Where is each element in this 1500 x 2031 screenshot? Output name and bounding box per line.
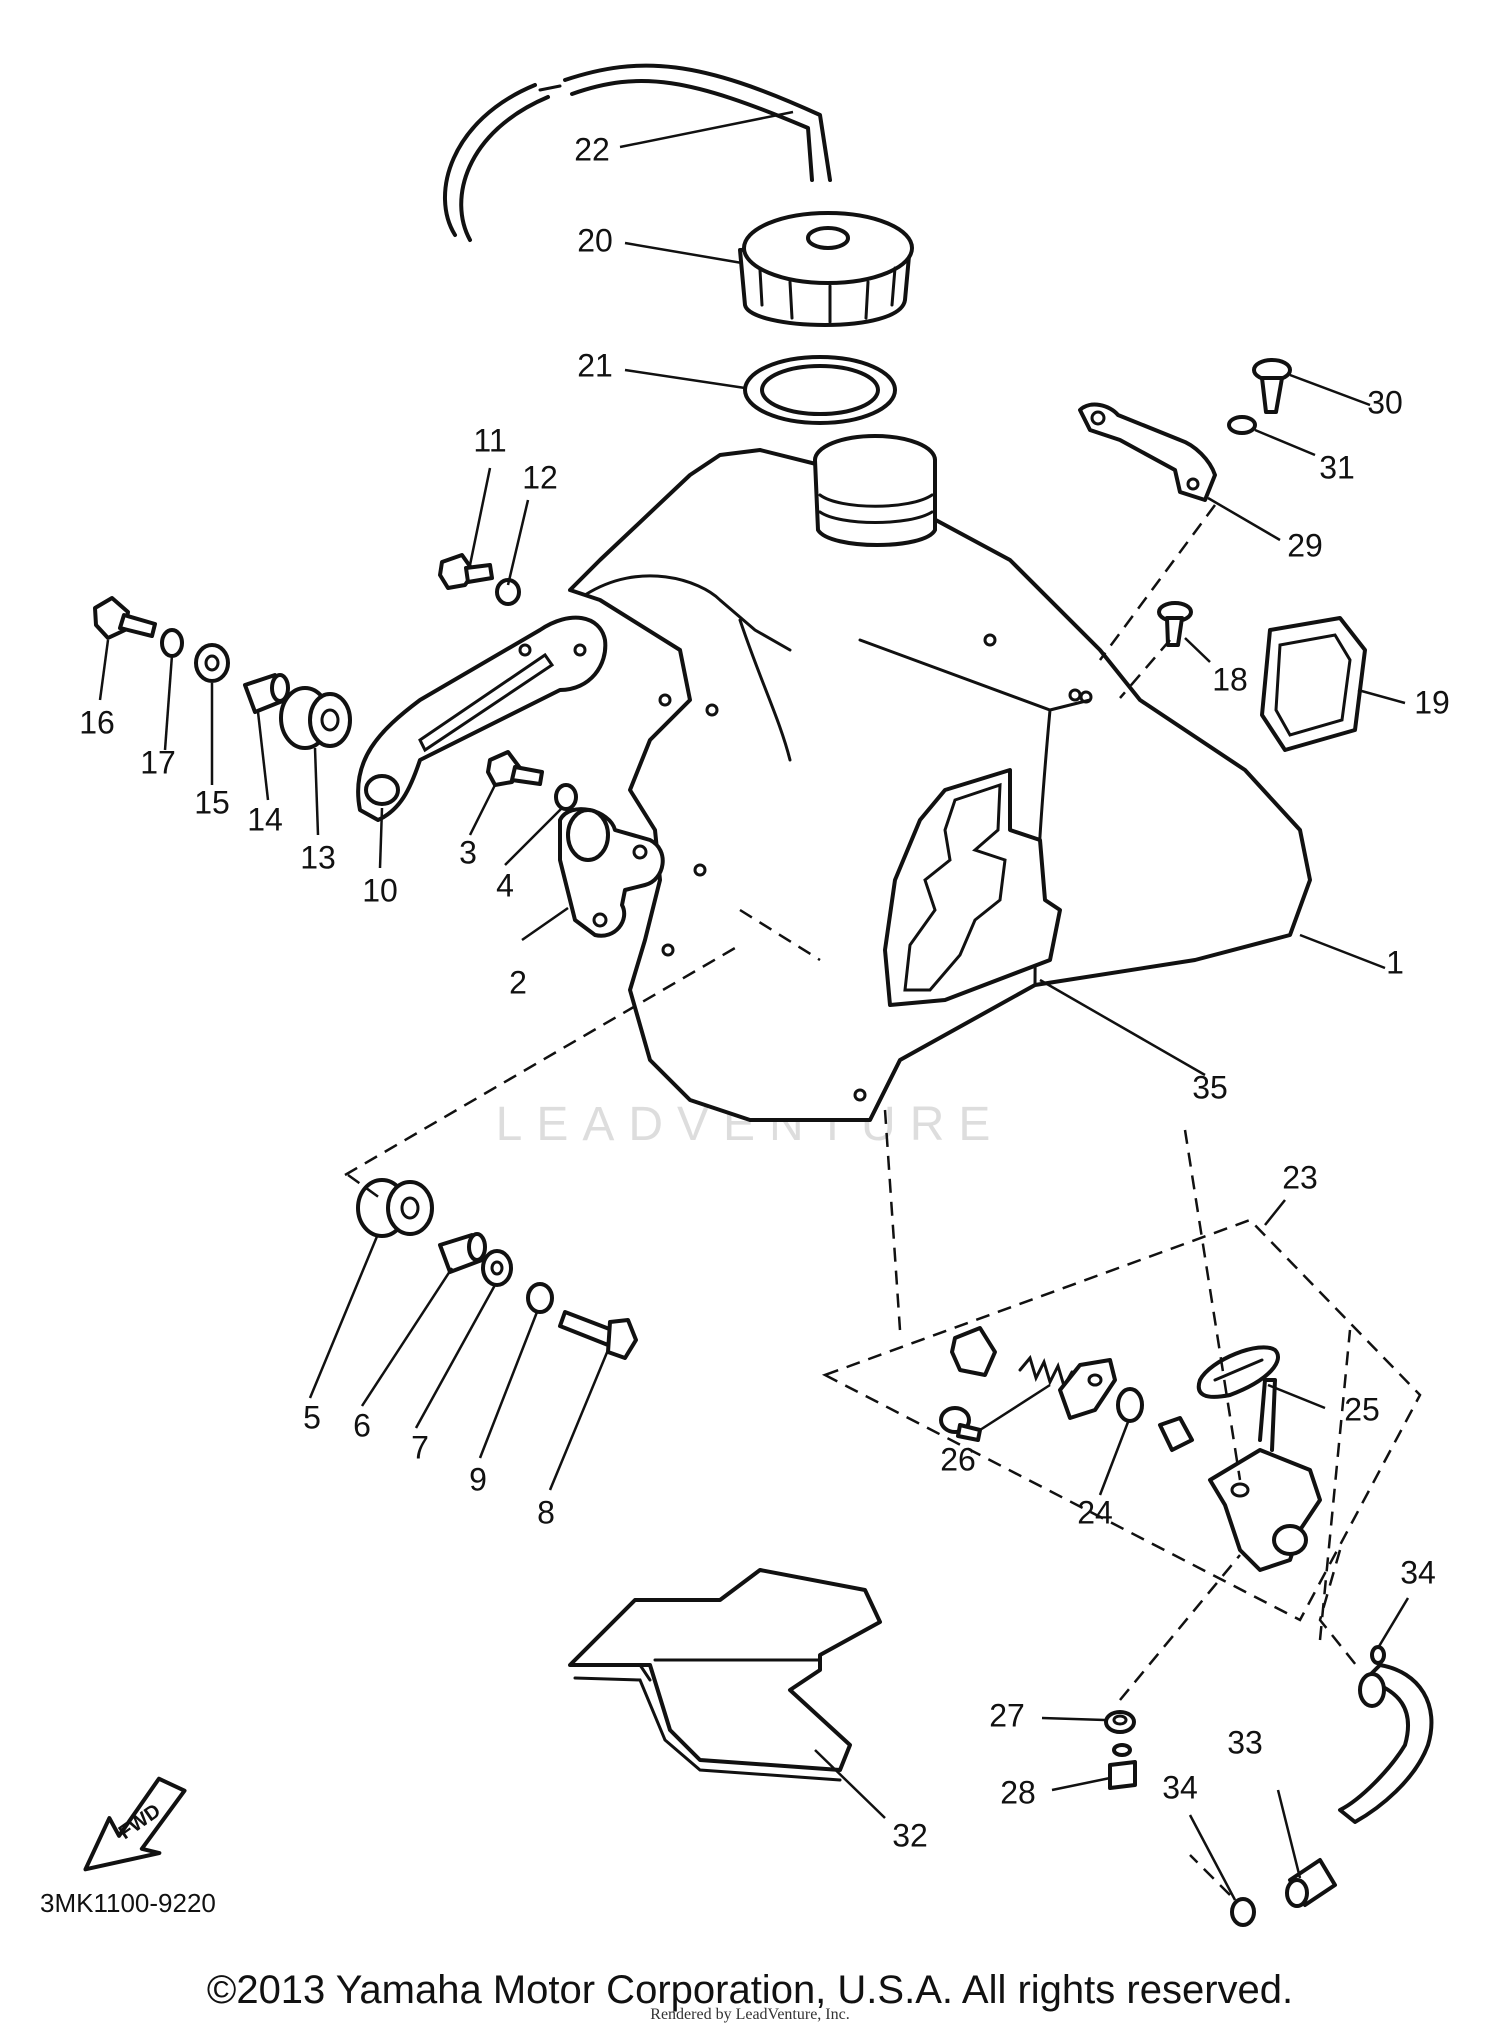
callout-29: 29 (1287, 527, 1323, 563)
callout-22: 22 (574, 131, 610, 167)
callout-19: 19 (1414, 684, 1450, 720)
washer-7 (481, 1249, 513, 1287)
washer-4 (554, 783, 578, 811)
callout-12: 12 (522, 459, 558, 495)
guide-lines (344, 504, 1361, 1896)
tank-stay (356, 615, 608, 822)
tank-emblem (883, 768, 1062, 1007)
callout-15: 15 (194, 784, 230, 820)
mount-bracket (558, 807, 665, 938)
fuel-cock-assembly (821, 1218, 1422, 1622)
fuel-hose (1338, 1663, 1434, 1824)
forward-arrow: FWD (83, 1776, 187, 1872)
callout-23: 23 (1282, 1159, 1318, 1195)
damper-13 (279, 686, 352, 750)
callout-34-upper: 34 (1400, 1554, 1436, 1590)
callout-28: 28 (1000, 1774, 1036, 1810)
washer-9 (526, 1282, 554, 1314)
callout-11: 11 (473, 422, 506, 458)
callout-27: 27 (989, 1697, 1025, 1733)
bolt-8 (558, 1310, 638, 1360)
callout-30: 30 (1367, 384, 1403, 420)
callout-6: 6 (353, 1407, 371, 1443)
callout-labels: 1 2 3 4 5 6 7 8 9 10 11 12 13 14 15 16 1… (79, 131, 1450, 1853)
callout-26: 26 (940, 1441, 976, 1477)
callout-4: 4 (496, 867, 514, 903)
damper-5 (356, 1178, 434, 1238)
tank-pad (568, 1568, 882, 1782)
callout-14: 14 (247, 801, 283, 837)
cap-gasket (743, 355, 897, 425)
callout-13: 13 (300, 839, 336, 875)
callout-9: 9 (469, 1461, 487, 1497)
copyright-notice: ©2013 Yamaha Motor Corporation, U.S.A. A… (206, 1968, 1294, 2012)
clip-34-upper (1370, 1645, 1386, 1665)
bolt-3 (486, 750, 544, 787)
tank-bracket (1078, 402, 1217, 502)
bolt-16 (93, 596, 157, 640)
washer-15 (194, 643, 230, 683)
callout-7: 7 (411, 1429, 429, 1465)
callout-35: 35 (1192, 1069, 1228, 1105)
bolt-11 (438, 553, 494, 590)
clip-34-lower (1230, 1897, 1256, 1927)
washer-31 (1227, 415, 1257, 435)
vent-hose (442, 63, 832, 242)
screw-18 (1157, 601, 1193, 647)
collar-6 (438, 1232, 487, 1274)
callout-21: 21 (577, 347, 613, 383)
callout-31: 31 (1319, 449, 1355, 485)
callout-32: 32 (892, 1817, 928, 1853)
drain-bolt-28 (1108, 1743, 1137, 1790)
callout-25: 25 (1344, 1391, 1380, 1427)
callout-1: 1 (1386, 944, 1404, 980)
callout-20: 20 (577, 222, 613, 258)
screw-30 (1252, 358, 1292, 414)
fuel-tank (568, 434, 1312, 1122)
callout-24: 24 (1077, 1494, 1113, 1530)
hose-33 (1285, 1858, 1337, 1908)
leader-lines (98, 110, 1410, 1901)
side-plate (1260, 616, 1367, 752)
callout-2: 2 (509, 964, 527, 1000)
washer-27 (1104, 1710, 1136, 1734)
washer-17 (160, 628, 184, 658)
callout-17: 17 (140, 744, 176, 780)
callout-5: 5 (303, 1399, 321, 1435)
callout-3: 3 (459, 834, 477, 870)
callout-33: 33 (1227, 1724, 1263, 1760)
collar-14 (243, 673, 290, 714)
callout-34-lower: 34 (1162, 1769, 1198, 1805)
callout-8: 8 (537, 1494, 555, 1530)
callout-18: 18 (1212, 661, 1248, 697)
drawing-code: 3MK1100-9220 (40, 1888, 216, 1918)
rendered-by-note: Rendered by LeadVenture, Inc. (650, 2006, 850, 2023)
callout-16: 16 (79, 704, 115, 740)
callout-10: 10 (362, 872, 398, 908)
fuel-cap (738, 211, 914, 327)
